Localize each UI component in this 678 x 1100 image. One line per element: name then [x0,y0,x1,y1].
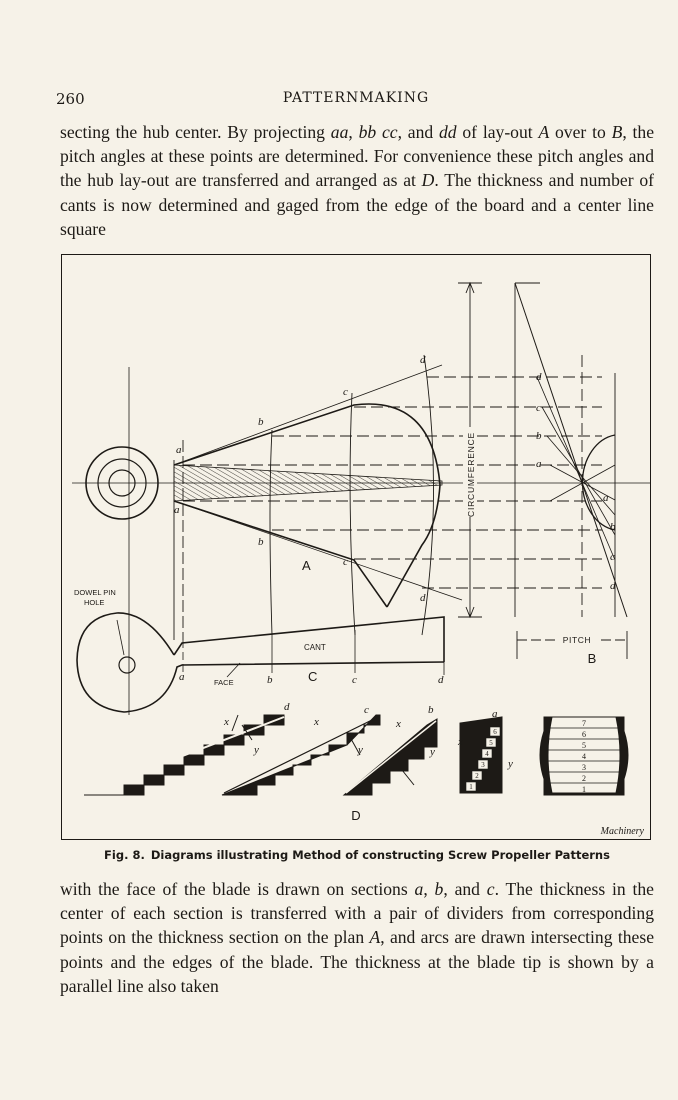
section-letter: c [343,386,348,398]
pitch-label: PITCH [563,635,592,645]
hub-cant-number: 2 [582,774,586,783]
section-letter: b [258,416,264,428]
section-letter: d [284,701,290,713]
hub-cant-number: 6 [582,730,586,739]
section-letter: c [536,402,541,414]
text-run: A [369,927,381,948]
blade-plan [173,354,463,640]
section-letter: b [267,674,273,686]
text-run: , [423,879,435,899]
text-run: dd [438,122,457,142]
section-letter: d [438,674,444,686]
text-run: b [434,879,444,899]
circumference-label: CIRCUMFERENCE [466,432,476,517]
board-profile: CANT FACE DOWEL PIN HOLE C A [74,558,445,713]
hub-cants: 1 2 3 4 5 6 7 [539,716,629,796]
hub-cant-number: 3 [582,763,586,772]
hub-cant-number: 7 [582,719,586,728]
text-run: secting the hub center. By projecting [60,122,331,142]
text-run: , [348,122,359,142]
hub-cant-number: 4 [582,752,586,761]
cant-number: 4 [485,750,489,758]
hub-cant-number: 5 [582,741,586,750]
text-run: , the pitch angles at these points are d… [60,122,655,191]
section-letter: b [610,521,616,533]
section-letter: a [179,671,185,683]
text-run: . The thickness and number of cants is n… [60,170,654,239]
text-run: A [538,122,550,142]
text-run: of lay-out [456,122,539,142]
section-letter: d [420,354,426,366]
section-letter: b [258,536,264,548]
caption-text: Diagrams illustrating Method of construc… [150,848,610,862]
section-letter: b [428,704,434,716]
text-run: D [421,170,435,191]
paragraph-top: secting the hub center. By projecting aa… [60,120,654,241]
section-letter: c [610,551,615,563]
label-d-sections: D [351,808,360,823]
figure-credit: Machinery [600,826,645,837]
section-letter: y [357,744,363,756]
label-c-board: C [308,669,317,684]
section-letter: x [457,736,463,748]
section-letter: y [429,746,435,758]
label-a-plan: A [302,558,311,573]
cant-label: CANT [304,643,326,652]
cant-section-b [342,718,438,796]
cant-number: 6 [493,728,497,736]
text-run: , and arcs are drawn intersecting these … [60,927,655,996]
section-d-letters: d c b a x y x y x y x y [223,701,513,770]
page-header: 260 PATTERNMAKING [56,90,656,112]
section-letter: b [536,430,542,442]
section-letter: c [364,704,369,716]
hub-cant-number: 1 [582,785,586,794]
text-run: , and [397,122,439,142]
section-letter: x [313,716,319,728]
section-letter: d [420,592,426,604]
text-run: B [611,122,623,142]
figure-8: CIRCUMFERENCE PITCH B CANT FACE DOW [61,254,651,840]
text-run: aa [330,122,349,142]
section-letter: y [507,758,513,770]
section-letter: d [610,580,616,592]
cant-number: 2 [475,772,479,780]
paragraph-bottom: with the face of the blade is drawn on s… [60,877,654,998]
cant-section-a: 1 2 3 4 5 6 [459,716,503,794]
section-letter: y [253,744,259,756]
propeller-diagram: CIRCUMFERENCE PITCH B CANT FACE DOW [72,281,650,837]
section-letter: a [174,504,180,516]
dowel-hole-label: HOLE [84,598,104,607]
section-letter: a [176,444,182,456]
section-letter: c [343,556,348,568]
cant-section-c [221,714,381,796]
section-letters: a a b b c c d d d c b a a b c d a b c d [174,354,616,686]
text-run: a [414,879,424,899]
section-letter: a [603,492,609,504]
section-letter: c [352,674,357,686]
face-label: FACE [214,678,234,687]
cant-section-d [84,714,285,796]
text-run: . The thickness in the center of each se… [60,879,654,948]
section-letter: x [223,716,229,728]
text-run: c [486,879,495,899]
page-number: 260 [56,90,85,108]
figure-number: Fig. 8. [104,848,145,862]
cant-number: 5 [489,739,493,747]
label-b-diagram: B [588,651,597,666]
cant-number: 3 [481,761,485,769]
section-letter: d [536,371,542,383]
section-letter: a [536,458,542,470]
text-run: bb cc [358,122,398,142]
pitch-diagram: PITCH B [514,282,628,666]
text-run: over to [549,122,612,142]
section-letter: a [492,708,498,720]
text-run: , and [443,879,487,899]
running-head: PATTERNMAKING [282,90,430,106]
text-run: with the face of the blade is drawn on s… [60,879,415,899]
section-letter: x [395,718,401,730]
cant-number: 1 [469,783,473,791]
figure-caption: Fig. 8. Diagrams illustrating Method of c… [60,848,654,862]
dowel-pin-label: DOWEL PIN [74,588,116,597]
circumference-dimension: CIRCUMFERENCE [458,281,482,619]
